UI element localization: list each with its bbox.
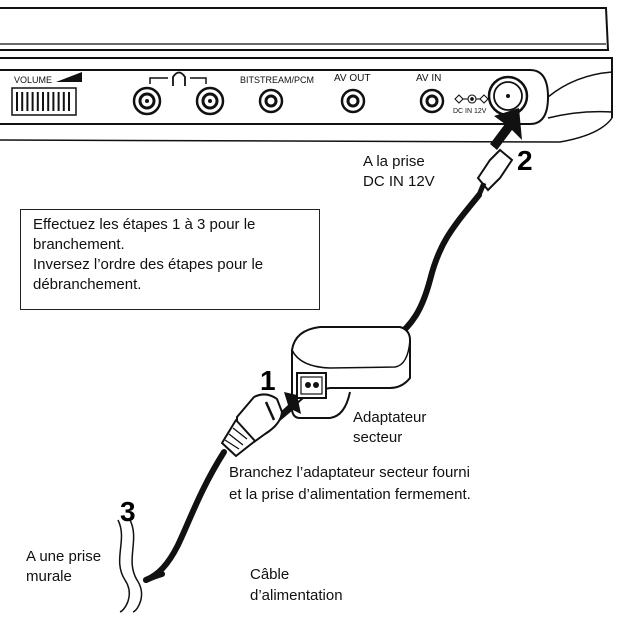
step-number-2: 2 (517, 145, 533, 176)
headphone-brace (149, 71, 207, 86)
step-number-3: 3 (120, 496, 136, 527)
instruction-line-4: débranchement. (33, 276, 142, 293)
bitstream-label: BITSTREAM/PCM (240, 75, 315, 85)
connect-callout-line2: et la prise d’alimentation fermement. (229, 486, 471, 503)
av-in-jack[interactable] (419, 88, 445, 114)
dc-plug (476, 148, 514, 196)
adapter-callout-line2: secteur (353, 429, 403, 446)
ac-inlet (296, 372, 327, 399)
volume-slider[interactable] (11, 72, 82, 116)
front-panel (0, 69, 613, 143)
dc-in-label: DC IN 12V (453, 108, 487, 115)
instruction-line-1: Effectuez les étapes 1 à 3 pour le (33, 216, 256, 233)
volume-label: VOLUME (14, 75, 53, 85)
dc-in-jack[interactable] (487, 75, 529, 117)
av-in-label: AV IN (416, 73, 442, 84)
cable-callout-line1: Câble (250, 566, 290, 583)
power-cord-tail (143, 571, 165, 583)
adapter-callout-line1: Adaptateur (353, 409, 427, 426)
outlet-callout-line2: murale (26, 568, 72, 585)
cable-callout-line2: d’alimentation (250, 587, 343, 604)
power-cord (143, 449, 227, 583)
av-out-label: AV OUT (334, 73, 371, 84)
bitstream-jack[interactable] (258, 88, 284, 114)
dc-jack-callout-line2: DC IN 12V (363, 173, 435, 190)
step-number-1: 1 (260, 365, 276, 396)
av-out-jack[interactable] (340, 88, 366, 114)
connect-callout-line1: Branchez l’adaptateur secteur fourni (229, 464, 470, 481)
instruction-box: Effectuez les étapes 1 à 3 pour le branc… (20, 209, 320, 310)
headphone-jack-right[interactable] (195, 86, 225, 116)
instruction-line-2: branchement. (33, 236, 125, 253)
arrow-to-dc-jack-icon (490, 108, 522, 150)
outlet-callout-line1: A une prise (26, 548, 102, 565)
headphone-icon (172, 71, 186, 86)
dc-polarity-icon (454, 94, 489, 104)
ac-plug (221, 393, 283, 457)
volume-wedge-icon (56, 72, 82, 82)
dc-cable (392, 192, 482, 341)
instruction-line-3: Inversez l’ordre des étapes pour le (33, 256, 264, 273)
wall-outlet-wavy-lines (117, 519, 143, 613)
headphone-jack-left[interactable] (132, 86, 162, 116)
dc-jack-callout-line1: A la prise (363, 153, 425, 170)
player-body (0, 7, 613, 118)
